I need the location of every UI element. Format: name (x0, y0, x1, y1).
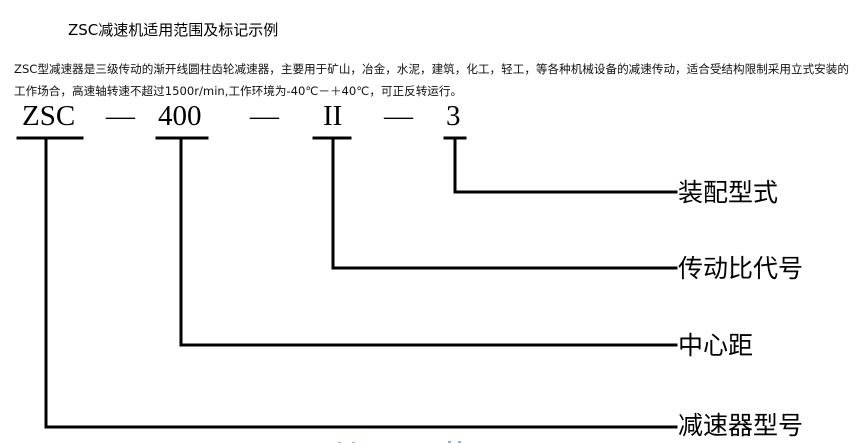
code-dash-3: — (384, 100, 413, 132)
label-reducer-model: 减速器型号 (678, 411, 804, 440)
leader-ratio (331, 136, 678, 270)
leader-center (179, 136, 678, 347)
leader-assembly (453, 136, 678, 194)
watermark-fragment (330, 432, 530, 443)
description-paragraph: ZSC型减速器是三级传动的渐开线圆柱齿轮减速器，主要用于矿山，冶金，水泥，建筑，… (14, 62, 849, 98)
document-title: ZSC减速机适用范围及标记示例 (68, 21, 279, 39)
label-ratio-code: 传动比代号 (678, 254, 804, 283)
code-model: ZSC (22, 100, 76, 132)
leader-model (44, 136, 678, 429)
code-center-distance: 400 (158, 100, 202, 132)
code-assembly: 3 (446, 100, 461, 132)
code-ratio: II (323, 100, 343, 132)
label-center-distance: 中心距 (678, 331, 754, 360)
code-dash-1: — (106, 100, 135, 132)
label-assembly-type: 装配型式 (678, 178, 779, 207)
code-dash-2: — (250, 100, 279, 132)
